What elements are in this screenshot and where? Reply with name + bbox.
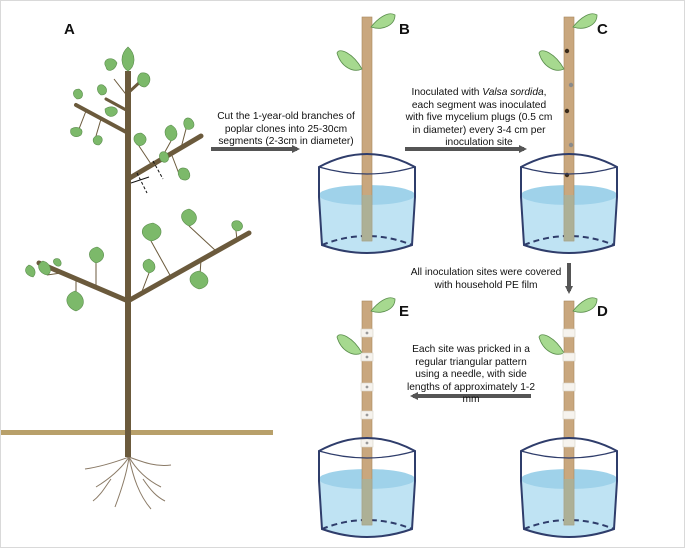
mycelium-plug [568,82,574,88]
tree-leaves [25,46,243,312]
panel-label-c: C [597,21,608,38]
tree-trunk [125,71,131,457]
panel-label-b: B [399,21,410,38]
beaker-outline [318,153,416,254]
cut-marks [130,160,164,194]
mycelium-plug [564,108,570,114]
inoculate-suffix: , each segment was inoculated with five … [405,87,553,148]
pricked-site [365,385,369,389]
pricked-site [365,441,369,445]
segment-leaf-top [572,297,598,313]
panel-label-a: A [64,21,75,38]
panel-e-beaker [318,297,416,538]
pe-film-wrap [562,328,576,338]
pe-film-wrap [562,410,576,420]
mycelium-plug [564,48,570,54]
pricked-site [365,331,369,335]
inoculate-prefix: Inoculated with [411,87,483,98]
segment-leaf-side [538,50,565,71]
pe-film-wrap [562,438,576,448]
pe-film-wrap [562,382,576,392]
ground-line [1,430,273,435]
branch-segment [538,297,598,526]
process-arrows [211,145,573,400]
pricked-site [365,413,369,417]
segment-leaf-side [336,334,363,355]
segment-leaf-top [572,13,598,29]
step-caption-prick: Each site was pricked in a regular trian… [407,344,535,405]
step-caption-inoculate: Inoculated with Valsa sordida, each segm… [405,87,553,150]
panel-b-beaker [318,13,416,254]
branch-segment [336,297,396,526]
segment-leaf-side [336,50,363,71]
branch-segment [336,13,396,242]
beaker-outline [318,437,416,538]
step-caption-cover: All inoculation sites were covered with … [410,267,562,291]
tree-branches [36,79,252,304]
panel-label-d: D [597,303,608,320]
segment-leaf-side [538,334,565,355]
branch-segment [538,13,598,242]
beaker-outline [520,153,618,254]
step-caption-cut: Cut the 1-year-old branches of poplar cl… [217,111,355,147]
pe-film-wrap [562,352,576,362]
panel-c-beaker [520,13,618,254]
pathogen-species-name: Valsa sordida [482,87,544,98]
tree-roots [84,456,172,510]
panel-label-e: E [399,303,410,320]
mycelium-plug [568,142,574,148]
segment-leaf-top [370,13,396,29]
pricked-site [365,355,369,359]
segment-leaf-top [370,297,396,313]
panel-d-beaker [520,297,618,538]
poplar-tree [1,46,273,510]
beaker-outline [520,437,618,538]
